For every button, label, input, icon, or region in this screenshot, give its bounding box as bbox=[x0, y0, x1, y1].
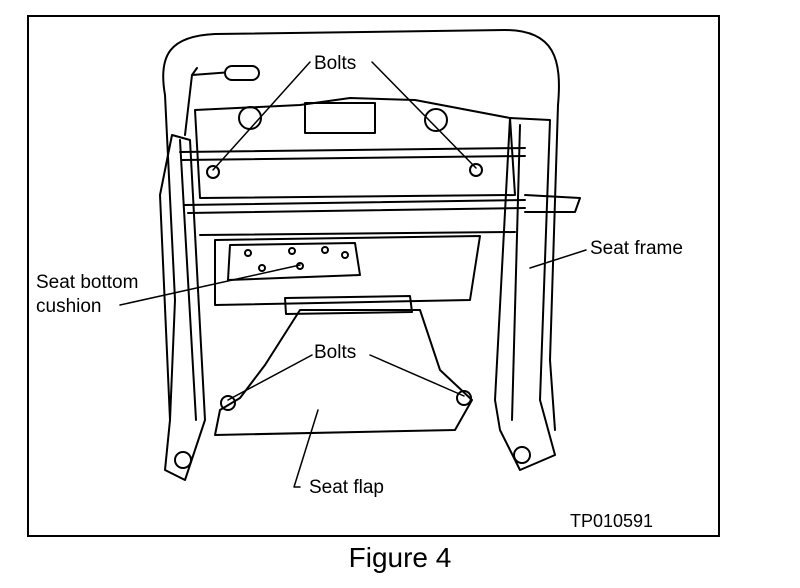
upper-hole-left bbox=[238, 106, 262, 130]
leader-bolts-top-left bbox=[212, 61, 311, 171]
figure-frame bbox=[27, 15, 720, 537]
seatback-outline bbox=[162, 29, 560, 431]
flap-bolt-right bbox=[456, 390, 472, 406]
label-seat-bottom-cushion-line1: Seat bottom bbox=[36, 272, 139, 293]
label-bolts-top: Bolts bbox=[314, 53, 357, 74]
right-foot-hole bbox=[513, 446, 531, 464]
flap-top-bar bbox=[284, 295, 413, 315]
upper-bolt-right bbox=[469, 163, 483, 177]
label-seat-flap: Seat flap bbox=[309, 477, 384, 498]
cushion-board bbox=[227, 242, 361, 281]
leader-seat-frame bbox=[529, 249, 587, 269]
leader-bolts-bottom-left bbox=[227, 354, 313, 401]
left-foot-hole bbox=[174, 451, 192, 469]
figure-caption: Figure 4 bbox=[348, 542, 452, 573]
figure-code: TP010591 bbox=[570, 511, 654, 531]
recline-lever bbox=[184, 67, 233, 136]
right-frame-inner bbox=[511, 124, 521, 421]
upper-bolt-left bbox=[206, 165, 220, 179]
cross-tube-middle bbox=[184, 199, 526, 214]
label-bolts-bottom: Bolts bbox=[314, 342, 357, 363]
leader-bolts-bottom-right bbox=[369, 354, 465, 397]
flap-bolt-left bbox=[220, 395, 236, 411]
upper-hole-right bbox=[424, 108, 448, 132]
cushion-lower-plate bbox=[214, 235, 481, 306]
leader-seat-flap bbox=[293, 409, 319, 488]
upper-panel-slot bbox=[304, 102, 376, 134]
seat-flap-panel bbox=[214, 309, 473, 436]
leader-seat-bottom-cushion bbox=[119, 264, 301, 306]
leader-bolts-top-right bbox=[371, 61, 477, 169]
seatback-left-edge bbox=[164, 94, 176, 421]
left-frame-rail bbox=[159, 134, 206, 481]
lever-handle bbox=[224, 65, 260, 81]
label-seat-frame: Seat frame bbox=[590, 238, 683, 259]
label-seat-bottom-cushion-line2: cushion bbox=[36, 296, 102, 317]
left-frame-inner bbox=[179, 139, 197, 421]
cross-tube-upper bbox=[179, 147, 526, 161]
right-frame-rail bbox=[494, 117, 556, 471]
cross-tube-lower bbox=[199, 231, 516, 236]
right-bracket bbox=[524, 194, 581, 213]
